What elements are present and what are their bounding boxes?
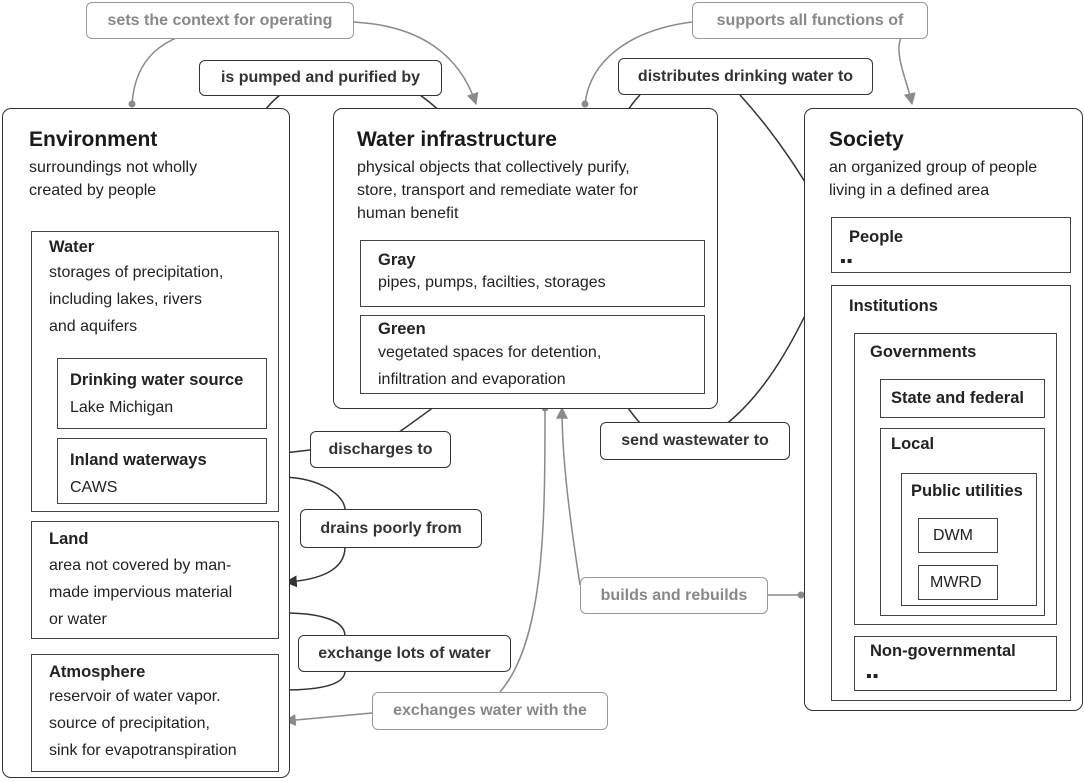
label-exchanges-with: exchanges water with the xyxy=(372,692,608,730)
green-box xyxy=(360,315,705,394)
local-title: Local xyxy=(891,435,935,453)
mwrd-label: MWRD xyxy=(930,574,982,591)
society-title: Society xyxy=(829,128,904,151)
atmosphere-box xyxy=(31,654,279,772)
inland-waterways-title: Inland waterways xyxy=(70,451,207,469)
mwrd-box xyxy=(918,565,998,600)
institutions-title: Institutions xyxy=(849,297,938,315)
society-desc: an organized group of people living in a… xyxy=(829,159,1038,199)
state-federal-box xyxy=(880,379,1045,418)
dwm-box xyxy=(918,518,998,553)
drinking-water-source-box xyxy=(57,358,267,429)
environment-title: Environment xyxy=(29,128,158,151)
infrastructure-title: Water infrastructure xyxy=(357,128,557,151)
label-sets-context: sets the context for operating xyxy=(86,2,354,39)
land-box xyxy=(31,521,279,639)
public-utilities-title: Public utilities xyxy=(911,482,1023,500)
label-wastewater: send wastewater to xyxy=(600,422,790,460)
green-desc: vegetated spaces for detention, infiltra… xyxy=(378,344,602,388)
non-governmental-more: ▪▪ xyxy=(866,668,880,685)
people-box xyxy=(831,217,1071,273)
environment-desc: surroundings not wholly created by peopl… xyxy=(29,159,198,199)
label-discharges: discharges to xyxy=(310,431,451,468)
drinking-water-source-title: Drinking water source xyxy=(70,371,244,389)
atmosphere-desc: reservoir of water vapor. source of prec… xyxy=(49,688,237,759)
water-title: Water xyxy=(49,238,95,256)
inland-waterways-box xyxy=(57,438,267,504)
state-federal-title: State and federal xyxy=(891,389,1024,407)
label-drains: drains poorly from xyxy=(300,509,482,548)
people-more: ▪▪ xyxy=(840,253,854,270)
label-exchange-lots: exchange lots of water xyxy=(298,635,511,672)
dwm-label: DWM xyxy=(933,527,973,544)
inland-waterways-value: CAWS xyxy=(70,479,118,496)
non-governmental-box xyxy=(854,636,1057,691)
non-governmental-title: Non-governmental xyxy=(870,642,1016,660)
land-title: Land xyxy=(49,530,89,548)
water-desc: storages of precipitation, including lak… xyxy=(49,264,224,335)
drinking-water-source-value: Lake Michigan xyxy=(70,399,174,416)
land-desc: area not covered by man- made impervious… xyxy=(49,557,233,628)
label-supports: supports all functions of xyxy=(692,2,928,39)
gray-value: pipes, pumps, facilties, storages xyxy=(378,274,606,291)
label-pumped: is pumped and purified by xyxy=(199,60,442,96)
gray-box xyxy=(360,240,705,307)
infrastructure-desc: physical objects that collectively purif… xyxy=(357,159,639,222)
label-distributes: distributes drinking water to xyxy=(618,58,873,95)
gray-title: Gray xyxy=(378,251,416,269)
green-title: Green xyxy=(378,320,426,338)
governments-title: Governments xyxy=(870,343,977,361)
label-builds: builds and rebuilds xyxy=(580,577,768,614)
atmosphere-title: Atmosphere xyxy=(49,663,146,681)
people-title: People xyxy=(849,228,904,246)
